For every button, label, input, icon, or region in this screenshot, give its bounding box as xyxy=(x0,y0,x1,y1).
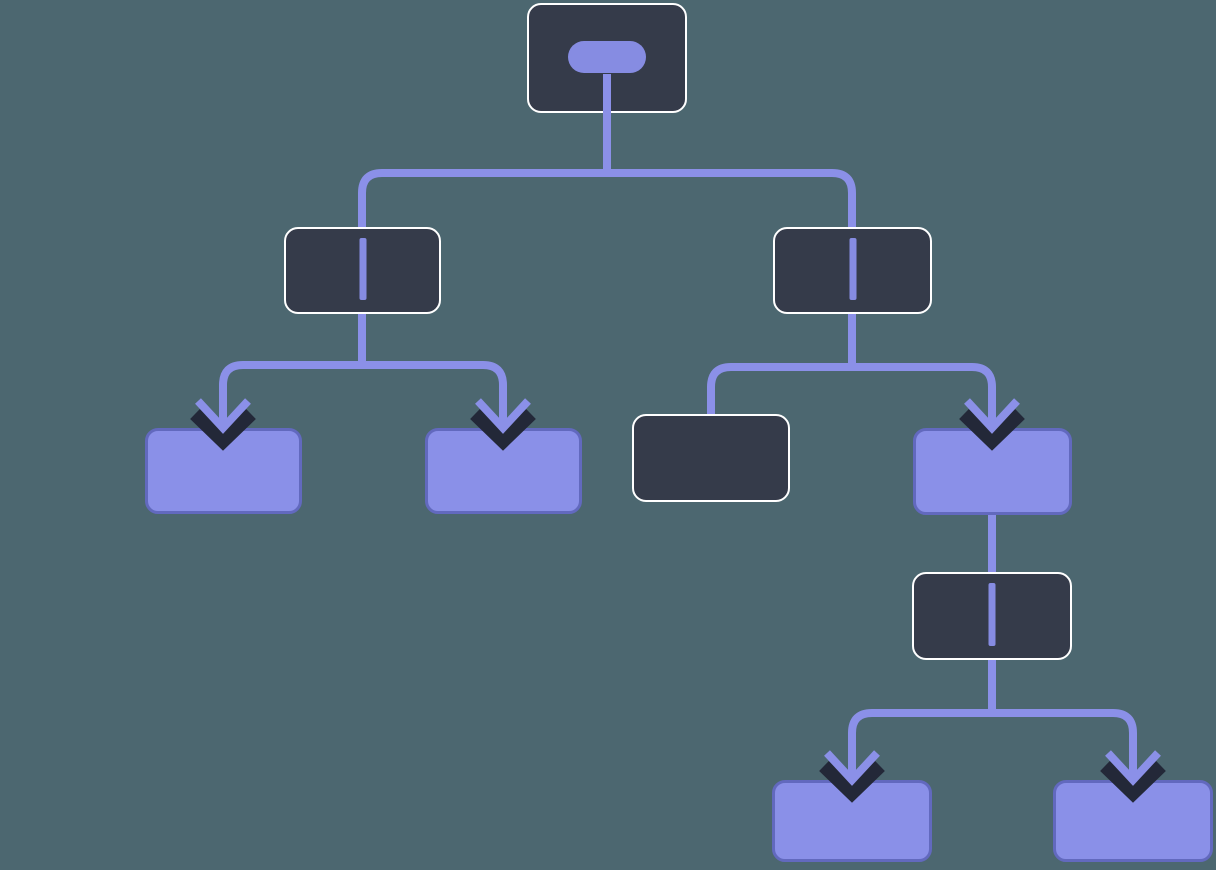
vertical-line-placeholder-glyph xyxy=(988,583,996,646)
leaf-bottom-1-node[interactable] xyxy=(772,780,932,862)
vertical-line-placeholder-glyph xyxy=(849,238,856,300)
branch-right-node[interactable] xyxy=(773,227,932,314)
leaf-left-1-node[interactable] xyxy=(145,428,302,514)
sub-branch-node[interactable] xyxy=(912,572,1072,660)
edge-root-to-branches xyxy=(358,169,856,236)
edge-sub-branch-to-leaves xyxy=(848,709,1137,768)
vertical-line-placeholder-glyph xyxy=(359,238,366,300)
root-node[interactable] xyxy=(527,3,687,113)
edge-branch-right-to-children xyxy=(707,363,996,424)
branch-left-node[interactable] xyxy=(284,227,441,314)
child-purple-node[interactable] xyxy=(913,428,1072,515)
leaf-bottom-2-node[interactable] xyxy=(1053,780,1213,862)
pill-placeholder-glyph xyxy=(568,41,646,73)
child-dark-node[interactable] xyxy=(632,414,790,502)
leaf-left-2-node[interactable] xyxy=(425,428,582,514)
edge-branch-left-to-leaves xyxy=(219,361,507,420)
